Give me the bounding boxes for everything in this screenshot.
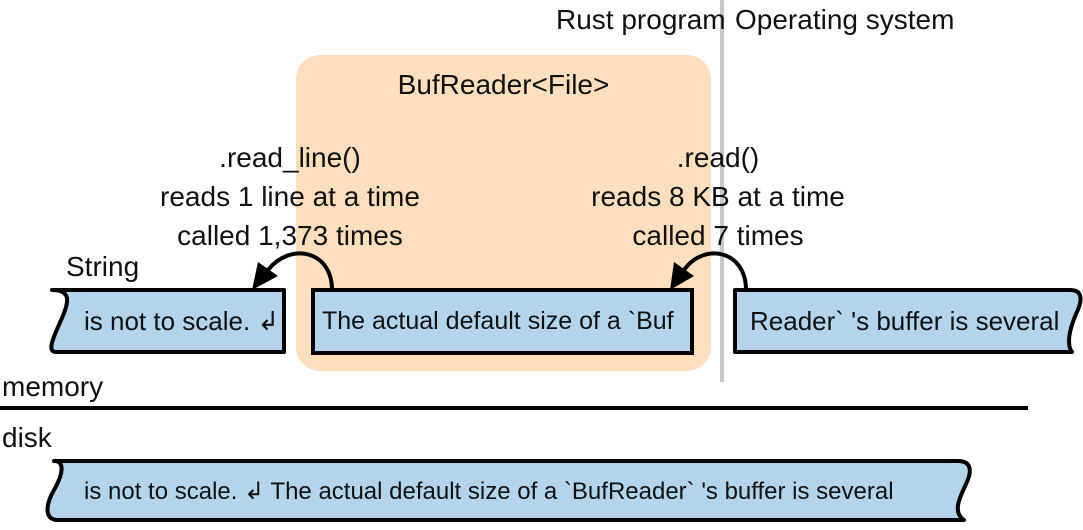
os-buffer-shape (733, 288, 1083, 354)
read-arrow (682, 251, 748, 291)
read-line-arrow (266, 251, 334, 291)
read-arrowhead (670, 262, 694, 290)
operating-system-header: Operating system (735, 4, 955, 35)
read-method: .read() (676, 142, 760, 173)
memory-disk-divider (0, 406, 1028, 410)
read-line-description: reads 1 line at a time (160, 181, 420, 212)
disk-file-shape (45, 459, 972, 522)
string-label: String (66, 251, 140, 282)
string-buffer-shape (49, 288, 286, 354)
rust-program-header: Rust program (556, 4, 726, 35)
disk-file-text: is not to scale. ↲ The actual default si… (84, 478, 894, 505)
read-line-method: .read_line() (219, 142, 361, 173)
bufreader-title: BufReader<File> (397, 69, 610, 100)
read-line-count: called 1,373 times (177, 220, 403, 251)
bufreader-buffer-shape (311, 288, 694, 355)
disk-label: disk (2, 422, 52, 453)
bufreader-buffer-text: The actual default size of a `Buf (322, 307, 674, 335)
read-line-arrowhead (252, 262, 278, 290)
string-buffer-text: is not to scale. ↲ (84, 306, 280, 336)
read-line-note: .read_line() reads 1 line at a time call… (140, 138, 440, 255)
os-buffer-text: Reader` 's buffer is several (750, 306, 1060, 336)
read-count: called 7 times (632, 220, 804, 251)
read-description: reads 8 KB at a time (591, 181, 845, 212)
read-note: .read() reads 8 KB at a time called 7 ti… (568, 138, 868, 255)
program-os-divider (720, 0, 724, 382)
memory-label: memory (2, 371, 104, 402)
